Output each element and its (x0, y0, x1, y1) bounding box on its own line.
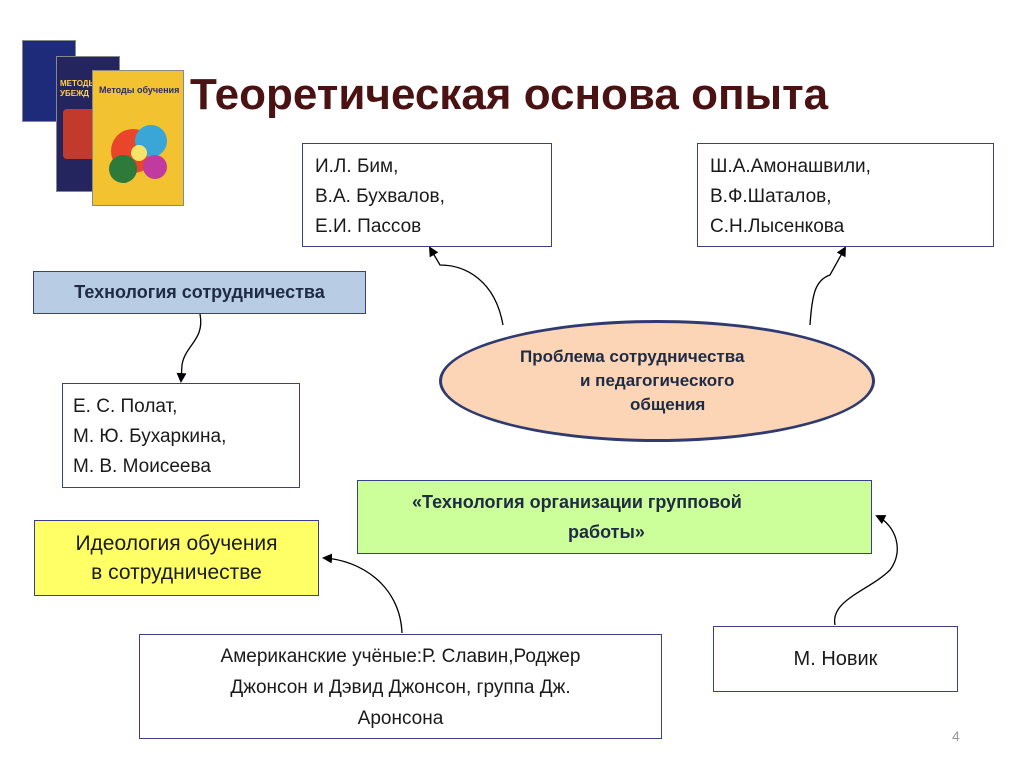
american-scientists-line-1: Американские учёные:Р. Славин,Роджер (220, 646, 581, 667)
bim-group-line-1: И.Л. Бим, (315, 156, 399, 177)
ideology-line-2: в сотрудничестве (91, 561, 262, 584)
arrow-novik-to-groupwork (834, 515, 898, 626)
arrow-ellipse-to-bim (428, 246, 504, 326)
novik-label: М. Новик (793, 647, 878, 670)
amonashvili-group-line-1: Ш.А.Амонашвили, (710, 156, 871, 177)
book-yellow: Методы обучения (92, 70, 184, 206)
book-yellow-title: Методы обучения (99, 85, 180, 95)
amonashvili-group-line-3: С.Н.Лысенкова (710, 216, 845, 237)
bim-group-line-2: В.А. Бухвалов, (315, 186, 445, 207)
tech-cooperation-box: Технология сотрудничества (33, 271, 366, 314)
polat-group-box: Е. С. Полат, М. Ю. Бухаркина, М. В. Моис… (62, 383, 300, 488)
american-scientists-line-2: Джонсон и Дэвид Джонсон, группа Дж. (230, 677, 571, 698)
american-scientists-box: Американские учёные:Р. Славин,Роджер Джо… (139, 634, 662, 739)
polat-group-line-2: М. Ю. Бухаркина, (73, 426, 227, 447)
polat-group-line-1: Е. С. Полат, (73, 396, 178, 417)
page-number: 4 (952, 728, 960, 744)
slide-title: Теоретическая основа опыта (190, 70, 829, 119)
polat-group-line-3: М. В. Моисеева (73, 456, 211, 477)
bim-group-line-3: Е.И. Пассов (315, 216, 422, 237)
bim-group-box: И.Л. Бим, В.А. Бухвалов, Е.И. Пассов (302, 143, 552, 247)
problem-ellipse-line-1: Проблема сотрудничества (520, 347, 745, 366)
group-work-tech-line-2: работы» (568, 522, 645, 542)
arrow-american-to-ideology (322, 553, 403, 634)
novik-box: М. Новик (713, 626, 958, 692)
problem-ellipse: Проблема сотрудничества и педагогическог… (439, 320, 875, 442)
problem-ellipse-line-2: и педагогического (580, 371, 735, 390)
group-work-tech-box: «Технология организации групповой работы… (357, 480, 872, 554)
book-dark-title: МЕТОДЫ УБЕЖД (60, 79, 97, 98)
amonashvili-group-line-2: В.Ф.Шаталов, (710, 186, 832, 207)
american-scientists-line-3: Аронсона (357, 708, 444, 729)
problem-ellipse-line-3: общения (630, 395, 706, 414)
tech-cooperation-label: Технология сотрудничества (74, 282, 325, 302)
amonashvili-group-box: Ш.А.Амонашвили, В.Ф.Шаталов, С.Н.Лысенко… (697, 143, 994, 247)
group-work-tech-line-1: «Технология организации групповой (412, 492, 742, 512)
books-illustration: МЕТОДЫ УБЕЖД Методы обучения (20, 38, 185, 206)
ideology-line-1: Идеология обучения (75, 532, 278, 555)
arrow-ellipse-to-amonashvili (809, 246, 846, 326)
ideology-box: Идеология обучения в сотрудничестве (34, 520, 319, 596)
hands-artwork (109, 125, 167, 183)
arrow-tech-to-polat (176, 313, 202, 383)
